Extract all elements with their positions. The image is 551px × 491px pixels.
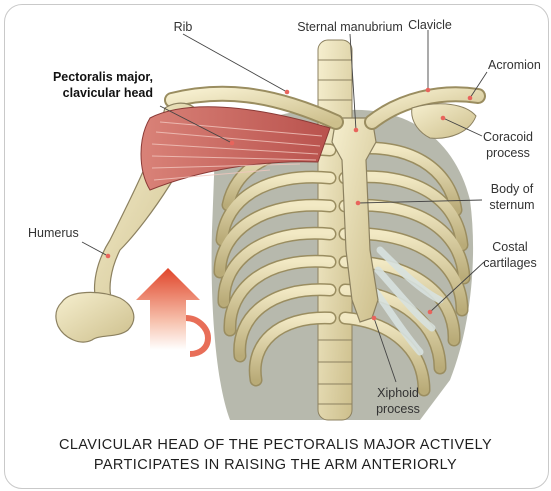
- label-acromion: Acromion: [488, 58, 541, 73]
- label-body-line1: Body of: [480, 182, 544, 197]
- label-xiphoid-line1: Xiphoid: [368, 386, 428, 401]
- label-rib: Rib: [163, 20, 203, 35]
- label-pectoralis-line2: clavicular head: [18, 86, 153, 101]
- label-coracoid-line2: process: [472, 146, 544, 161]
- label-coracoid-line1: Coracoid: [472, 130, 544, 145]
- label-xiphoid-line2: process: [368, 402, 428, 417]
- label-costal-line2: cartilages: [474, 256, 546, 271]
- caption-line1: CLAVICULAR HEAD OF THE PECTORALIS MAJOR …: [0, 436, 551, 455]
- raise-arrow-icon: [136, 268, 208, 354]
- label-humerus: Humerus: [28, 226, 79, 241]
- label-clavicle: Clavicle: [402, 18, 458, 33]
- label-body-line2: sternum: [480, 198, 544, 213]
- label-sternal-manubrium: Sternal manubrium: [288, 20, 412, 35]
- caption-line2: PARTICIPATES IN RAISING THE ARM ANTERIOR…: [0, 456, 551, 475]
- label-pectoralis-line1: Pectoralis major,: [18, 70, 153, 85]
- label-costal-line1: Costal: [474, 240, 546, 255]
